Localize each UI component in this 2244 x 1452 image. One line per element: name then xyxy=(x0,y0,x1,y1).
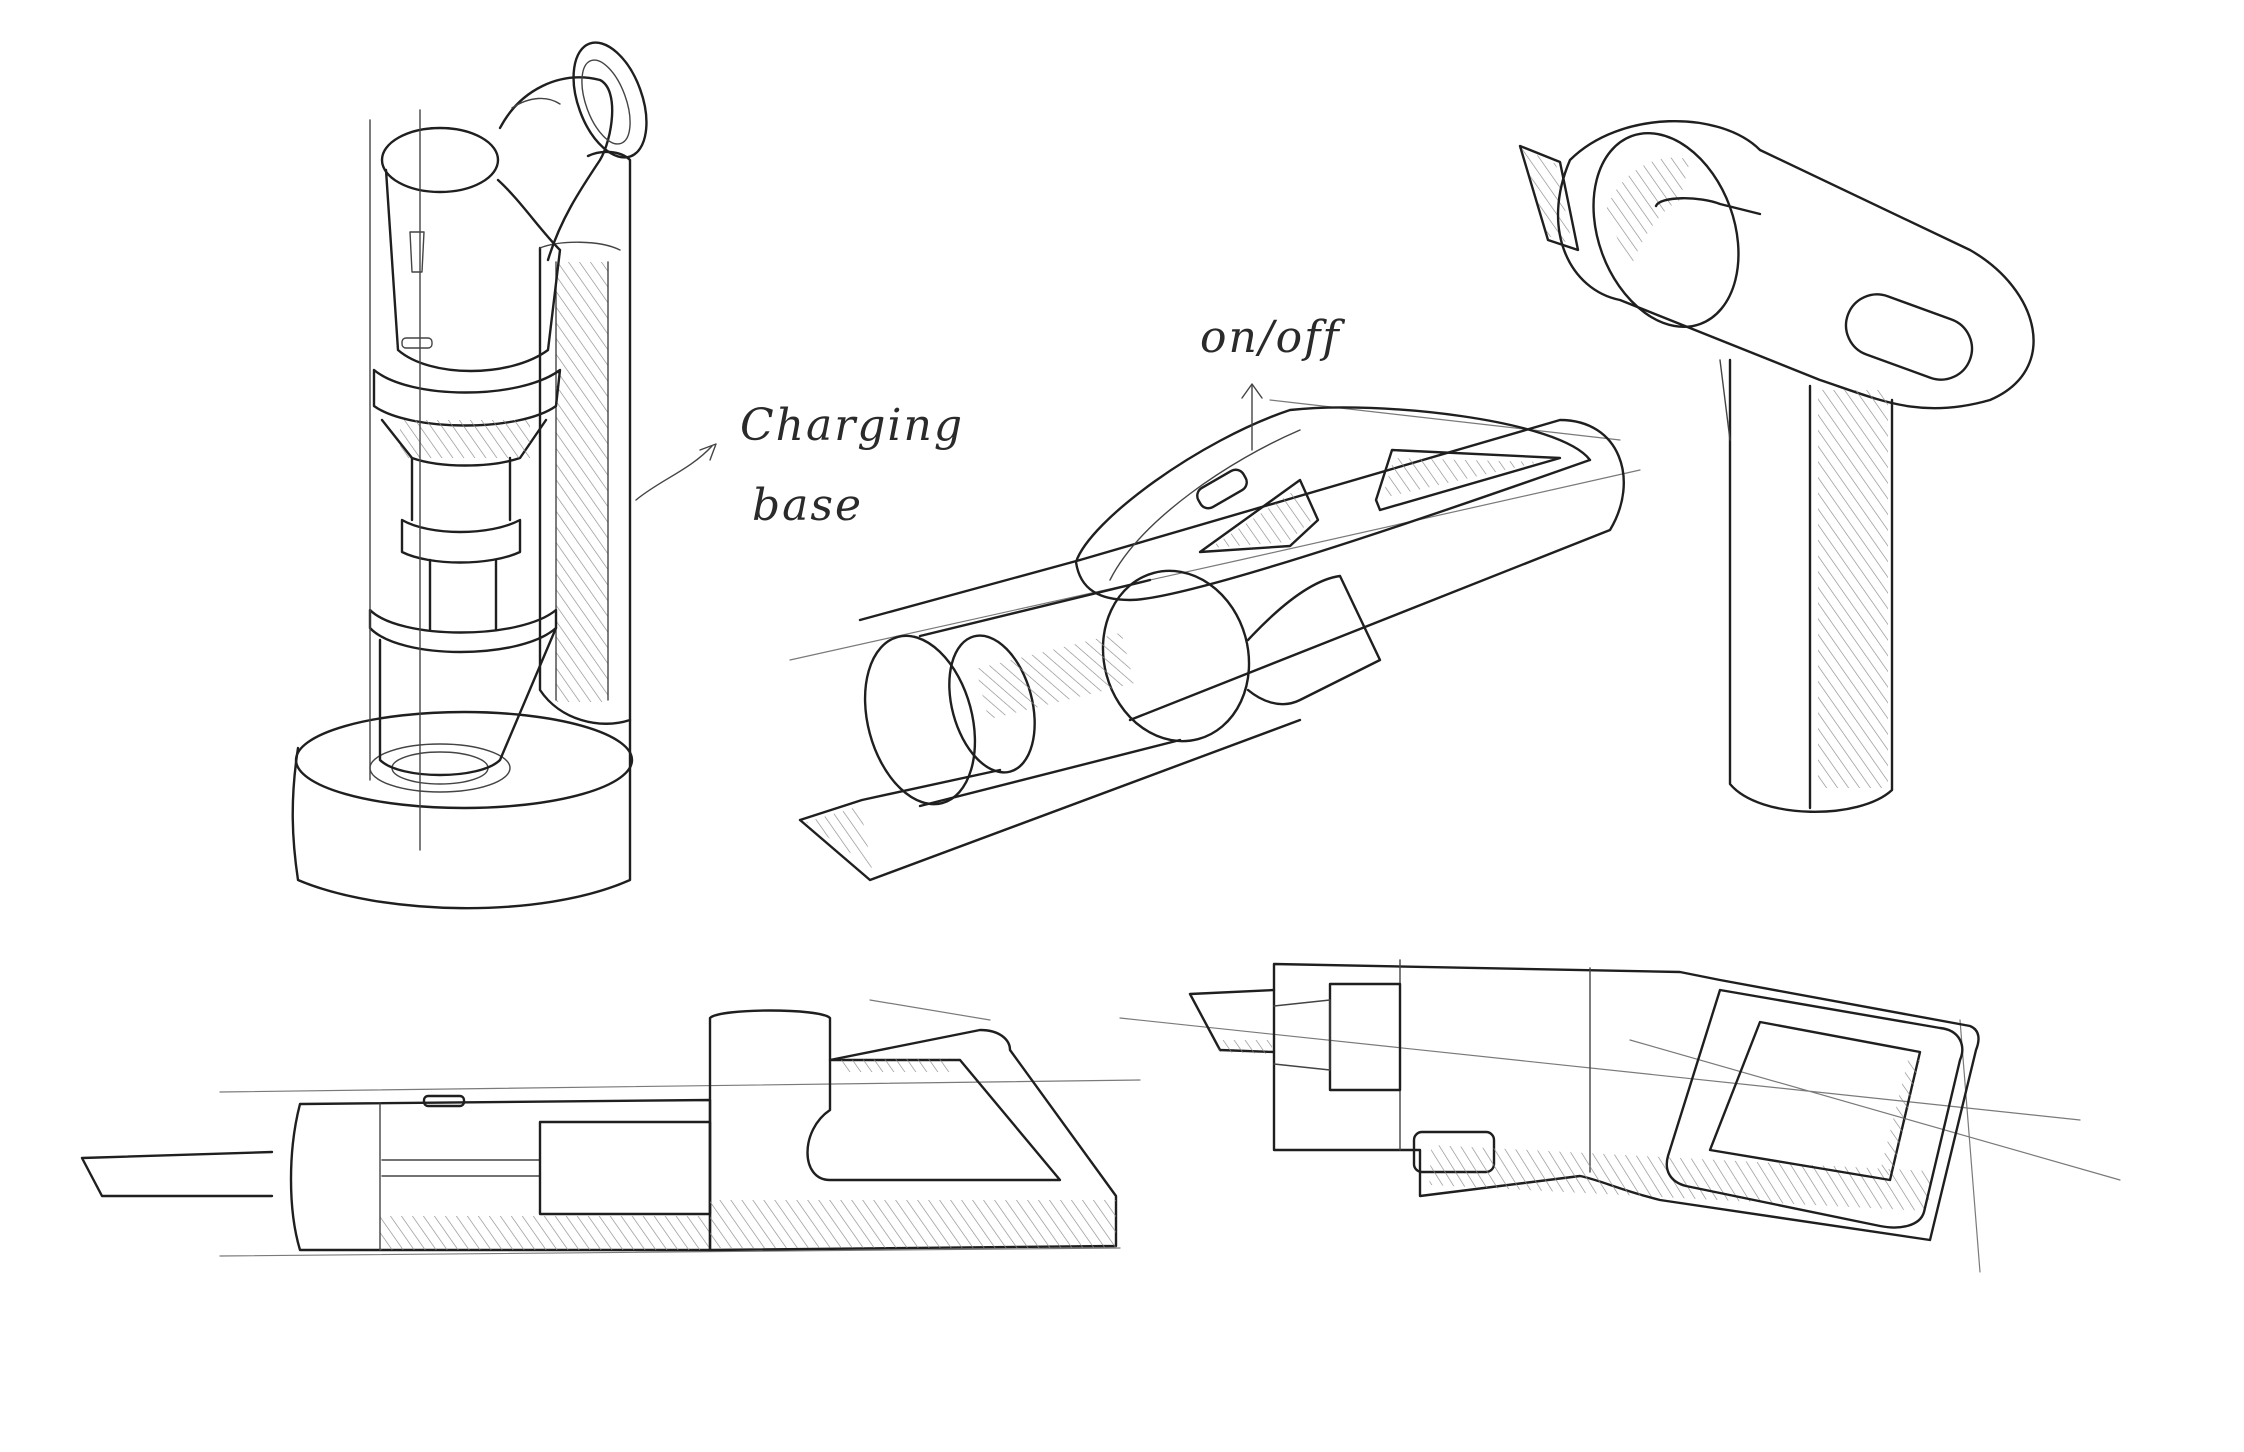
vacuum-cone-knurl xyxy=(400,420,530,458)
neck-highlight xyxy=(511,97,561,109)
t-body xyxy=(1556,120,2035,410)
side-body-shade xyxy=(380,1216,710,1250)
head-button xyxy=(401,337,433,349)
handheld-tube-outline xyxy=(1078,418,1625,722)
side-top-button xyxy=(422,1094,466,1108)
right-collar xyxy=(1328,982,1402,1092)
base-socket-inner xyxy=(391,751,489,785)
front-cap xyxy=(863,634,977,806)
construction-lines-v5 xyxy=(1119,1017,2121,1273)
front-cylinder-shade xyxy=(975,632,1135,720)
charging-base-label-line2: base xyxy=(752,480,863,531)
t-nozzle xyxy=(1518,144,1580,252)
t-handle-shaft xyxy=(1728,358,1894,813)
vacuum-lower-shaft xyxy=(428,558,498,632)
right-handle-window xyxy=(1708,1020,1922,1182)
side-left-view xyxy=(80,999,1141,1257)
t-body-ring xyxy=(1592,131,1740,329)
handheld-front-top xyxy=(858,558,1082,622)
right-handle-frame xyxy=(1665,988,1964,1229)
vacuum-shaft xyxy=(410,456,512,522)
side-bin-panel xyxy=(538,1120,712,1216)
dust-bin-body xyxy=(378,626,558,777)
handheld-angle-view: on/off xyxy=(789,312,1641,882)
on-off-label: on/off xyxy=(1200,312,1345,363)
side-right-view xyxy=(1119,959,2121,1273)
handheld-handle xyxy=(1074,406,1592,602)
side-nozzle xyxy=(80,1150,274,1198)
charging-base-arrow xyxy=(699,443,717,461)
nozzle-shade xyxy=(806,806,872,868)
charging-base-leader xyxy=(635,445,713,501)
right-handle-window-shade xyxy=(1880,1060,1920,1176)
side-handle-top-shade xyxy=(840,1058,950,1072)
base-column-top xyxy=(539,241,621,251)
base-column-shade xyxy=(556,262,608,702)
neck-nozzle-ring xyxy=(572,41,648,159)
handle-window-2 xyxy=(1374,448,1562,512)
nozzle-outline xyxy=(798,718,1302,882)
t-handle-view xyxy=(1518,120,2035,813)
t-handle-shade xyxy=(1818,390,1888,788)
base-puck-top xyxy=(294,710,634,810)
handle-window-2-shade xyxy=(1382,458,1540,498)
base-puck-body xyxy=(291,718,632,910)
t-body-ring-shade xyxy=(1606,157,1690,270)
handle-inner-edge xyxy=(1109,429,1301,581)
construction-lines-v4 xyxy=(219,999,1141,1257)
right-nozzle-shade xyxy=(1214,1040,1272,1054)
vacuum-collar xyxy=(372,368,562,427)
on-off-arrow xyxy=(1241,383,1263,399)
handle-window-1 xyxy=(1198,478,1320,554)
t-body-slot xyxy=(1654,197,1762,216)
side-body-details xyxy=(379,1103,541,1251)
neck-nozzle-inner xyxy=(581,59,631,145)
vacuum-head-cap xyxy=(380,126,500,194)
right-body-shade xyxy=(1429,1144,1931,1212)
t-handle-lip xyxy=(1719,359,1731,441)
dust-bin-lid xyxy=(368,608,558,654)
vacuum-head-body xyxy=(384,168,562,373)
charging-base-view: Charging base xyxy=(291,41,964,910)
t-nozzle-shade xyxy=(1522,148,1572,244)
handle-window-1-shade xyxy=(1210,488,1312,548)
front-cylinder-sides xyxy=(918,578,1182,808)
vacuum-neck xyxy=(498,76,614,262)
side-handle-opening xyxy=(806,1058,1062,1182)
right-cone xyxy=(1273,999,1331,1071)
head-window xyxy=(409,231,425,273)
on-off-switch xyxy=(1196,468,1248,510)
vacuum-shaft-ring xyxy=(400,518,522,564)
body-trigger-block xyxy=(1246,574,1382,706)
charging-base-label-line1: Charging xyxy=(740,400,964,451)
construction-lines-v1 xyxy=(369,109,421,851)
t-grip-oval xyxy=(1844,293,1974,381)
vacuum-cone xyxy=(380,418,548,467)
side-handle-shade xyxy=(710,1200,1116,1248)
